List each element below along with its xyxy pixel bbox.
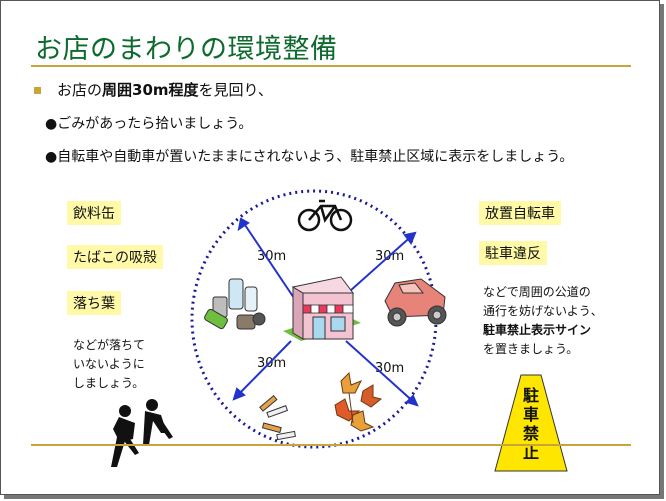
left-note-line: いないように — [73, 357, 145, 371]
sub-point-litter: ●ごみがあったら拾いましょう。 — [45, 116, 253, 132]
shop-building-icon — [283, 276, 361, 341]
arrow-line — [233, 340, 292, 400]
label-cigarettes: たばこの吸殻 — [67, 245, 163, 269]
arrow-head — [232, 387, 246, 401]
right-note-line: などで周囲の公道の — [483, 285, 591, 299]
bullet-square-icon — [34, 87, 41, 94]
arrow-head — [403, 231, 417, 246]
distance-arrows — [232, 217, 419, 407]
arrow-head — [405, 394, 419, 407]
bottom-divider — [31, 444, 631, 446]
intro-prefix: お店の — [57, 81, 103, 99]
arrow-line — [345, 340, 418, 406]
left-note-line: などが落ちて — [73, 338, 146, 352]
no-parking-sign-icon — [494, 374, 568, 472]
arrow-line — [240, 218, 297, 302]
cigarette-butts-icon — [259, 394, 296, 441]
label-abandoned-bicycles: 放置自転車 — [479, 201, 561, 225]
cans-bottles-icon — [204, 278, 266, 330]
car-icon — [384, 278, 447, 327]
illustration-layer — [111, 189, 568, 472]
no-parking-sign-text: 駐車禁止 — [522, 386, 539, 462]
intro-line: お店の周囲30m程度を見回り、 — [57, 79, 273, 100]
distance-label: 30m — [375, 361, 405, 376]
page-title: お店のまわりの環境整備 — [35, 34, 338, 65]
label-cans: 飲料缶 — [67, 201, 121, 225]
left-note: などが落ちて いないように しましょう。 — [73, 336, 145, 393]
arrow-head — [237, 217, 250, 232]
title-divider — [31, 65, 631, 67]
left-note-line: しましょう。 — [73, 376, 145, 390]
right-note-emphasis: 駐車禁止表示サイン — [483, 323, 592, 337]
label-leaves: 落ち葉 — [67, 291, 121, 315]
right-note-line: 通行を妨げないよう、 — [483, 304, 603, 318]
arrow-line — [340, 232, 416, 300]
right-note-line: を置きましょう。 — [483, 342, 579, 356]
bicycle-icon — [297, 199, 353, 232]
label-parking-violation: 駐車違反 — [479, 241, 547, 265]
right-note: などで周囲の公道の 通行を妨げないよう、 駐車禁止表示サイン を置きましょう。 — [483, 283, 603, 359]
intro-emphasis: 周囲30m程度 — [102, 81, 199, 99]
intro-suffix: を見回り、 — [198, 81, 273, 99]
people-picking-litter-icon — [111, 399, 173, 467]
slide: お店のまわりの環境整備 お店の周囲30m程度を見回り、 ●ごみがあったら拾いまし… — [0, 0, 660, 495]
fallen-leaves-icon — [334, 371, 383, 432]
sub-point-parking: ●自転車や自動車が置いたままにされないよう、駐車禁止区域に表示をしましょう。 — [45, 149, 574, 165]
